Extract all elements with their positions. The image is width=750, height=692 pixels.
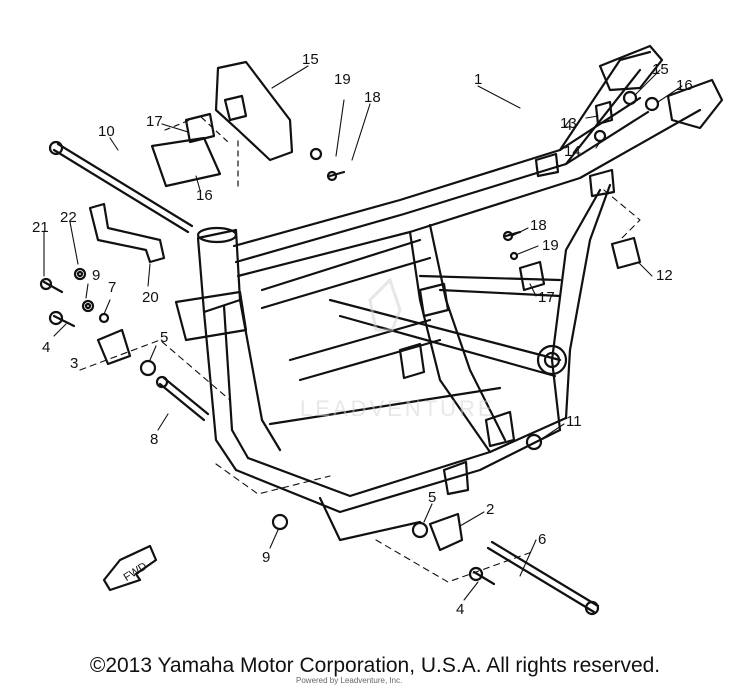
callout-5-bottom: 5: [428, 489, 436, 506]
engine-mount-bolt-8: [155, 375, 210, 422]
callout-4-rear: 4: [564, 117, 572, 134]
callout-16-seat: 16: [196, 187, 213, 204]
callout-4-left: 4: [42, 339, 50, 356]
callout-18-frame: 18: [530, 217, 547, 234]
callout-19-seat: 19: [334, 71, 351, 88]
callout-10: 10: [98, 123, 115, 140]
callout-7: 7: [108, 279, 116, 296]
callout-5-left: 5: [160, 329, 168, 346]
engine-mount-bolt-long: [48, 140, 194, 234]
callout-8: 8: [150, 431, 158, 448]
callout-17-seat: 17: [146, 113, 163, 130]
fwd-label: FWD: [122, 560, 150, 583]
callout-16-rear: 16: [676, 77, 693, 94]
callout-21: 21: [32, 219, 49, 236]
callout-19-frame: 19: [542, 237, 559, 254]
engine-bracket: [88, 202, 166, 264]
callout-2: 2: [486, 501, 494, 518]
callout-9-left: 9: [92, 267, 100, 284]
callout-20: 20: [142, 289, 159, 306]
callout-14: 14: [564, 143, 581, 160]
callout-6: 6: [538, 531, 546, 548]
fwd-arrow-icon: [102, 544, 158, 592]
powered-by-text: Powered by Leadventure, Inc.: [296, 676, 403, 685]
callout-1: 1: [474, 71, 482, 88]
main-frame: [174, 44, 724, 542]
callout-18-seat: 18: [364, 89, 381, 106]
callout-9-bottom: 9: [262, 549, 270, 566]
callout-4-bottom: 4: [456, 601, 464, 618]
callout-11: 11: [566, 413, 582, 430]
seat-lock-bracket: [150, 60, 294, 188]
callout-3: 3: [70, 355, 78, 372]
engine-mount-bolt-lower: [486, 540, 600, 616]
callout-13: 13: [560, 115, 577, 132]
copyright-notice: ©2013 Yamaha Motor Corporation, U.S.A. A…: [89, 654, 661, 677]
callout-12: 12: [656, 267, 673, 284]
watermark-logo: LEADVENTURE: [300, 277, 496, 421]
callout-15-seat: 15: [302, 51, 319, 68]
callout-15-rear: 15: [652, 61, 669, 78]
callout-17-frame: 17: [538, 289, 555, 306]
watermark-text: LEADVENTURE: [300, 396, 496, 421]
callout-22: 22: [60, 209, 77, 226]
